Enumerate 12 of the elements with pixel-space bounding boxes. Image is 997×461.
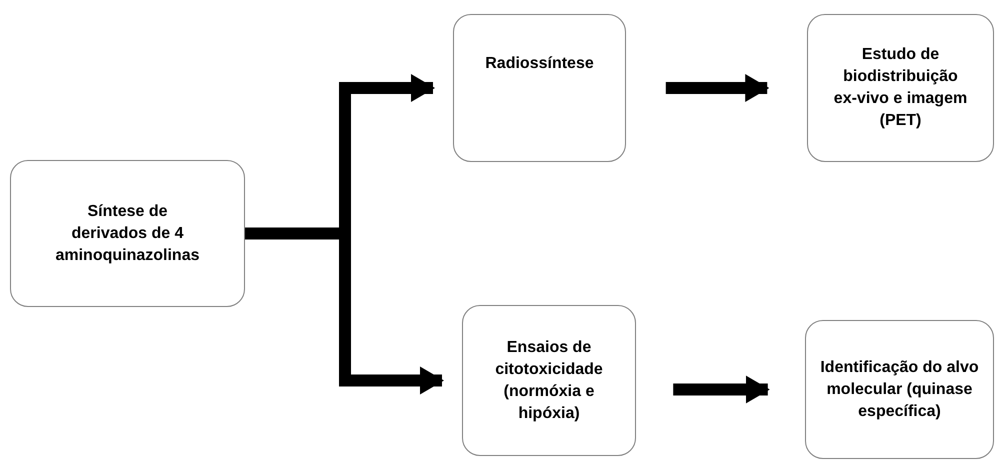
process-box [10,160,245,307]
arrow [673,376,770,404]
box-label: Síntese de derivados de 4 aminoquinazolinas [54,202,200,266]
box-label: Identificação do alvo molecular (quinase específica) [819,358,980,422]
process-box [462,305,636,456]
arrow [666,74,770,102]
process-box [453,14,626,162]
box-label: Ensaios de citotoxicidade (normóxia e hipóxia) [494,338,604,424]
process-box [805,320,994,459]
process-box [807,14,994,162]
box-label: Radiossíntese [485,54,594,74]
box-label: Estudo de biodistribuição ex-vivo e imagem (PET) [832,45,968,131]
